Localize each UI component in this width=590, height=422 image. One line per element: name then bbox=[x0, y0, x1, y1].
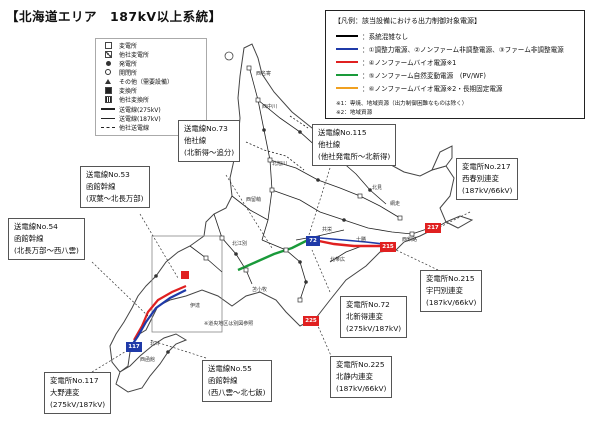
map-note: ※道央地区は別図参照 bbox=[204, 321, 254, 327]
legend-note-1: ※1：専焼、地域資源（出力制御困難なものは除く） bbox=[336, 101, 468, 107]
legend-label: 変換所 bbox=[119, 87, 138, 95]
legend-row: 送電線(187kV) bbox=[100, 114, 161, 123]
circle-outline-icon bbox=[100, 68, 116, 76]
triangle-icon bbox=[100, 77, 116, 85]
substation-badge-217: 217 bbox=[427, 225, 439, 231]
red-converter-marker bbox=[181, 271, 189, 279]
line-blue-east bbox=[319, 237, 385, 245]
place-nishi-kushiro: 西釧路 bbox=[402, 237, 418, 243]
callout-line-55: 送電線No.55 函館幹線 (西八雲～北七飯) bbox=[202, 360, 272, 402]
legend-label: 変電所 bbox=[119, 42, 138, 50]
place-nishi-nakagawa: 西中川 bbox=[262, 104, 278, 110]
callout-substation-72: 変電所No.72 北新得連変 (275kV/187kV) bbox=[340, 296, 408, 338]
badge-72-bg bbox=[306, 236, 320, 246]
orange-line-icon bbox=[336, 87, 358, 89]
substation-badge-117: 117 bbox=[128, 344, 140, 350]
legend-row-green: ：⑤ノンファーム自然変動電源 (PV/WF) bbox=[336, 70, 486, 80]
green-line-icon bbox=[336, 74, 358, 76]
place-kitami: 北見 bbox=[372, 185, 383, 191]
legend-row-red: ：④ノンファームバイオ電源※1 bbox=[336, 57, 456, 67]
black-line-icon bbox=[336, 35, 358, 37]
badge-217-bg bbox=[425, 223, 441, 233]
square-cross-icon bbox=[100, 50, 116, 58]
line-red-hakodate bbox=[133, 284, 187, 341]
place-nishi-hakodate: 西函館 bbox=[140, 357, 156, 363]
place-kita-obihiro: 北帯広 bbox=[330, 257, 346, 263]
legend-row: 他社変換所 bbox=[100, 95, 150, 104]
legend-title: 【凡例：該当設備における出力制御対象電源】 bbox=[334, 17, 481, 25]
symbol-legend: 変電所 他社変電所 発電所 開閉所 その他（需要設備） 変換所 他社変換所 送電… bbox=[95, 38, 207, 136]
line-green-no73 bbox=[237, 238, 309, 272]
place-kita-akita: 北旭川 bbox=[272, 161, 288, 167]
callout-line-115: 送電線No.115 他社線 (他社発電所～北新得) bbox=[312, 124, 397, 166]
callout-substation-225: 変電所No.225 北静内連変 (187kV/66kV) bbox=[330, 356, 393, 398]
other-company-lines bbox=[245, 115, 309, 171]
place-nishi-nayoro: 西名寄 bbox=[256, 71, 272, 77]
legend-label: 他社変換所 bbox=[119, 96, 150, 104]
nemuro bbox=[444, 215, 474, 229]
legend-row: 変電所 bbox=[100, 41, 138, 50]
legend-row: その他（需要設備） bbox=[100, 77, 174, 86]
callout-line-54: 送電線No.54 函館幹線 (北長万部～西八雲) bbox=[8, 218, 85, 260]
substation-badge-225: 225 bbox=[305, 318, 317, 324]
callout-substation-215: 変電所No.215 宇円別連変 (187kV/66kV) bbox=[420, 270, 483, 312]
legend-label: 発電所 bbox=[119, 60, 138, 68]
callout-substation-117: 変電所No.117 大野連変 (275kV/187kV) bbox=[44, 372, 112, 414]
legend-row: 変換所 bbox=[100, 86, 138, 95]
place-abashiri: 網走 bbox=[390, 201, 401, 207]
legend-row: 他社変電所 bbox=[100, 50, 150, 59]
line-red-no115 bbox=[313, 238, 384, 248]
legend-label: 送電線(275kV) bbox=[119, 106, 161, 114]
badge-215-bg bbox=[380, 242, 396, 252]
place-date: 伊達 bbox=[190, 303, 201, 309]
legend-label: 他社変電所 bbox=[119, 51, 150, 59]
legend-row: 送電線(275kV) bbox=[100, 105, 161, 114]
red-line-icon bbox=[336, 61, 358, 63]
legend-row-black: ：系統混雑なし bbox=[336, 31, 408, 41]
legend-label: 他社送電線 bbox=[119, 124, 150, 132]
dashed-line-icon bbox=[100, 123, 116, 131]
callout-substation-217: 変電所No.217 西春別連変 (187kV/66kV) bbox=[456, 158, 519, 200]
oshima-peninsula bbox=[115, 333, 188, 393]
legend-label: 開閉所 bbox=[119, 69, 138, 77]
leader-lines bbox=[91, 167, 471, 373]
callout-line-73: 送電線No.73 他社線 (北新得～追分) bbox=[178, 120, 241, 162]
place-kyoei: 共栄 bbox=[322, 227, 333, 233]
network-lines bbox=[189, 69, 431, 301]
square-hatched-icon bbox=[100, 95, 116, 103]
filled-circle-icon bbox=[100, 59, 116, 67]
legend-row: 開閉所 bbox=[100, 68, 138, 77]
shiretoko bbox=[431, 145, 453, 171]
legend-note-2: ※2：地域資源 bbox=[336, 110, 373, 116]
thick-line-icon bbox=[100, 105, 116, 113]
control-target-legend: 【凡例：該当設備における出力制御対象電源】 ：系統混雑なし ：①調整力電源、②ノ… bbox=[325, 10, 585, 119]
place-hokkaido: 北斗 bbox=[150, 341, 161, 347]
legend-row-orange: ：⑥ノンファームバイオ電源※2・長期固定電源 bbox=[336, 83, 503, 93]
line-blue-hakodate bbox=[129, 289, 187, 349]
legend-label: 送電線(187kV) bbox=[119, 115, 161, 123]
callout-line-53: 送電線No.53 函館幹線 (双葉～北長万部) bbox=[80, 166, 150, 208]
place-kita-sunagawa: 北江別 bbox=[232, 241, 248, 247]
plant-dots bbox=[154, 128, 372, 354]
legend-row: 他社送電線 bbox=[100, 123, 150, 132]
doo-inset-frame bbox=[151, 235, 223, 333]
place-nishi-iwamizawa: 西留萌 bbox=[246, 197, 262, 203]
page-title: 【北海道エリア 187kV以上系統】 bbox=[6, 9, 222, 24]
legend-row-blue: ：①調整力電源、②ノンファーム非調整電源、③ファーム非調整電源 bbox=[336, 44, 564, 54]
square-outline-icon bbox=[100, 41, 116, 49]
badge-225-bg bbox=[303, 316, 319, 326]
legend-row: 発電所 bbox=[100, 59, 138, 68]
legend-label: その他（需要設備） bbox=[119, 78, 174, 86]
place-tomakomai: 苫小牧 bbox=[252, 287, 268, 293]
square-filled-icon bbox=[100, 86, 116, 94]
blue-line-icon bbox=[336, 48, 358, 50]
thin-line-icon bbox=[100, 114, 116, 122]
substation-badge-215: 215 bbox=[382, 244, 394, 250]
substation-badge-72: 72 bbox=[309, 238, 317, 244]
place-tokachi: 十勝 bbox=[356, 237, 367, 243]
rishiri-island bbox=[224, 51, 234, 61]
badge-117-bg bbox=[126, 342, 142, 352]
